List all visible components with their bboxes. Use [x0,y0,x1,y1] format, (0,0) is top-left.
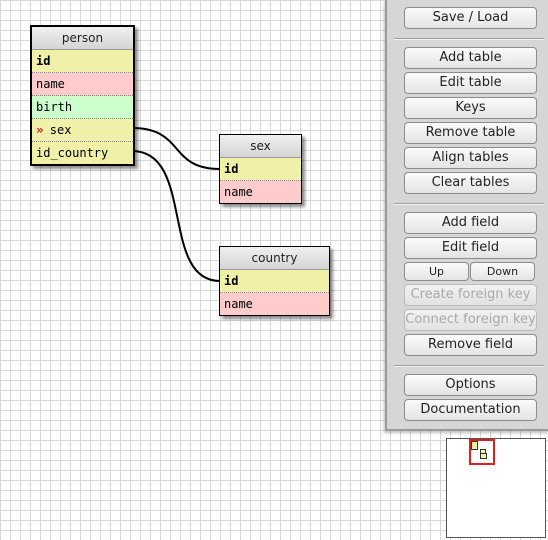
field-row-birth[interactable]: birth [32,96,133,119]
foreign-key-marker-icon: » [36,123,44,137]
field-label: id_country [36,146,109,160]
remove-table-button[interactable]: Remove table [404,122,537,144]
table-title[interactable]: country [220,247,329,270]
table-title[interactable]: sex [220,135,301,158]
save-load-button[interactable]: Save / Load [404,7,537,29]
move-down-button[interactable]: Down [470,262,535,281]
field-row-id[interactable]: id [220,270,329,293]
field-row-sex[interactable]: » sex [32,119,133,142]
clear-tables-button[interactable]: Clear tables [404,172,537,194]
separator [394,203,544,205]
field-row-id[interactable]: id [32,50,133,73]
field-row-name[interactable]: name [220,293,329,315]
connect-foreign-key-button[interactable]: Connect foreign key [404,309,537,331]
minimap[interactable] [446,438,546,538]
field-row-name[interactable]: name [32,73,133,96]
move-up-button[interactable]: Up [404,262,469,281]
options-button[interactable]: Options [404,374,537,396]
field-label: name [224,185,253,199]
minimap-table-person [471,441,478,450]
relation-country [131,150,221,282]
field-row-id[interactable]: id [220,158,301,181]
separator [394,365,544,367]
create-foreign-key-button[interactable]: Create foreign key [404,284,537,306]
table-person[interactable]: person id name birth » sex id_country [30,25,135,166]
field-label: id [224,274,239,288]
field-label: birth [36,100,73,114]
table-title[interactable]: person [32,27,133,50]
edit-table-button[interactable]: Edit table [404,72,537,94]
table-sex[interactable]: sex id name [219,134,302,204]
field-label: id [36,54,51,68]
relation-sex [131,127,221,170]
field-label: sex [49,123,72,137]
table-country[interactable]: country id name [219,246,330,316]
field-label: name [36,77,65,91]
add-field-button[interactable]: Add field [404,212,537,234]
minimap-viewport[interactable] [469,439,495,465]
keys-button[interactable]: Keys [404,97,537,119]
field-row-name[interactable]: name [220,181,301,203]
field-row-id-country[interactable]: id_country [32,142,133,164]
edit-field-button[interactable]: Edit field [404,237,537,259]
field-label: id [224,162,239,176]
field-label: name [224,297,253,311]
remove-field-button[interactable]: Remove field [404,334,537,356]
add-table-button[interactable]: Add table [404,47,537,69]
minimap-table-country [480,453,487,459]
align-tables-button[interactable]: Align tables [404,147,537,169]
control-panel: Save / Load Add table Edit table Keys Re… [385,0,548,431]
documentation-button[interactable]: Documentation [404,399,537,421]
separator [394,38,544,40]
